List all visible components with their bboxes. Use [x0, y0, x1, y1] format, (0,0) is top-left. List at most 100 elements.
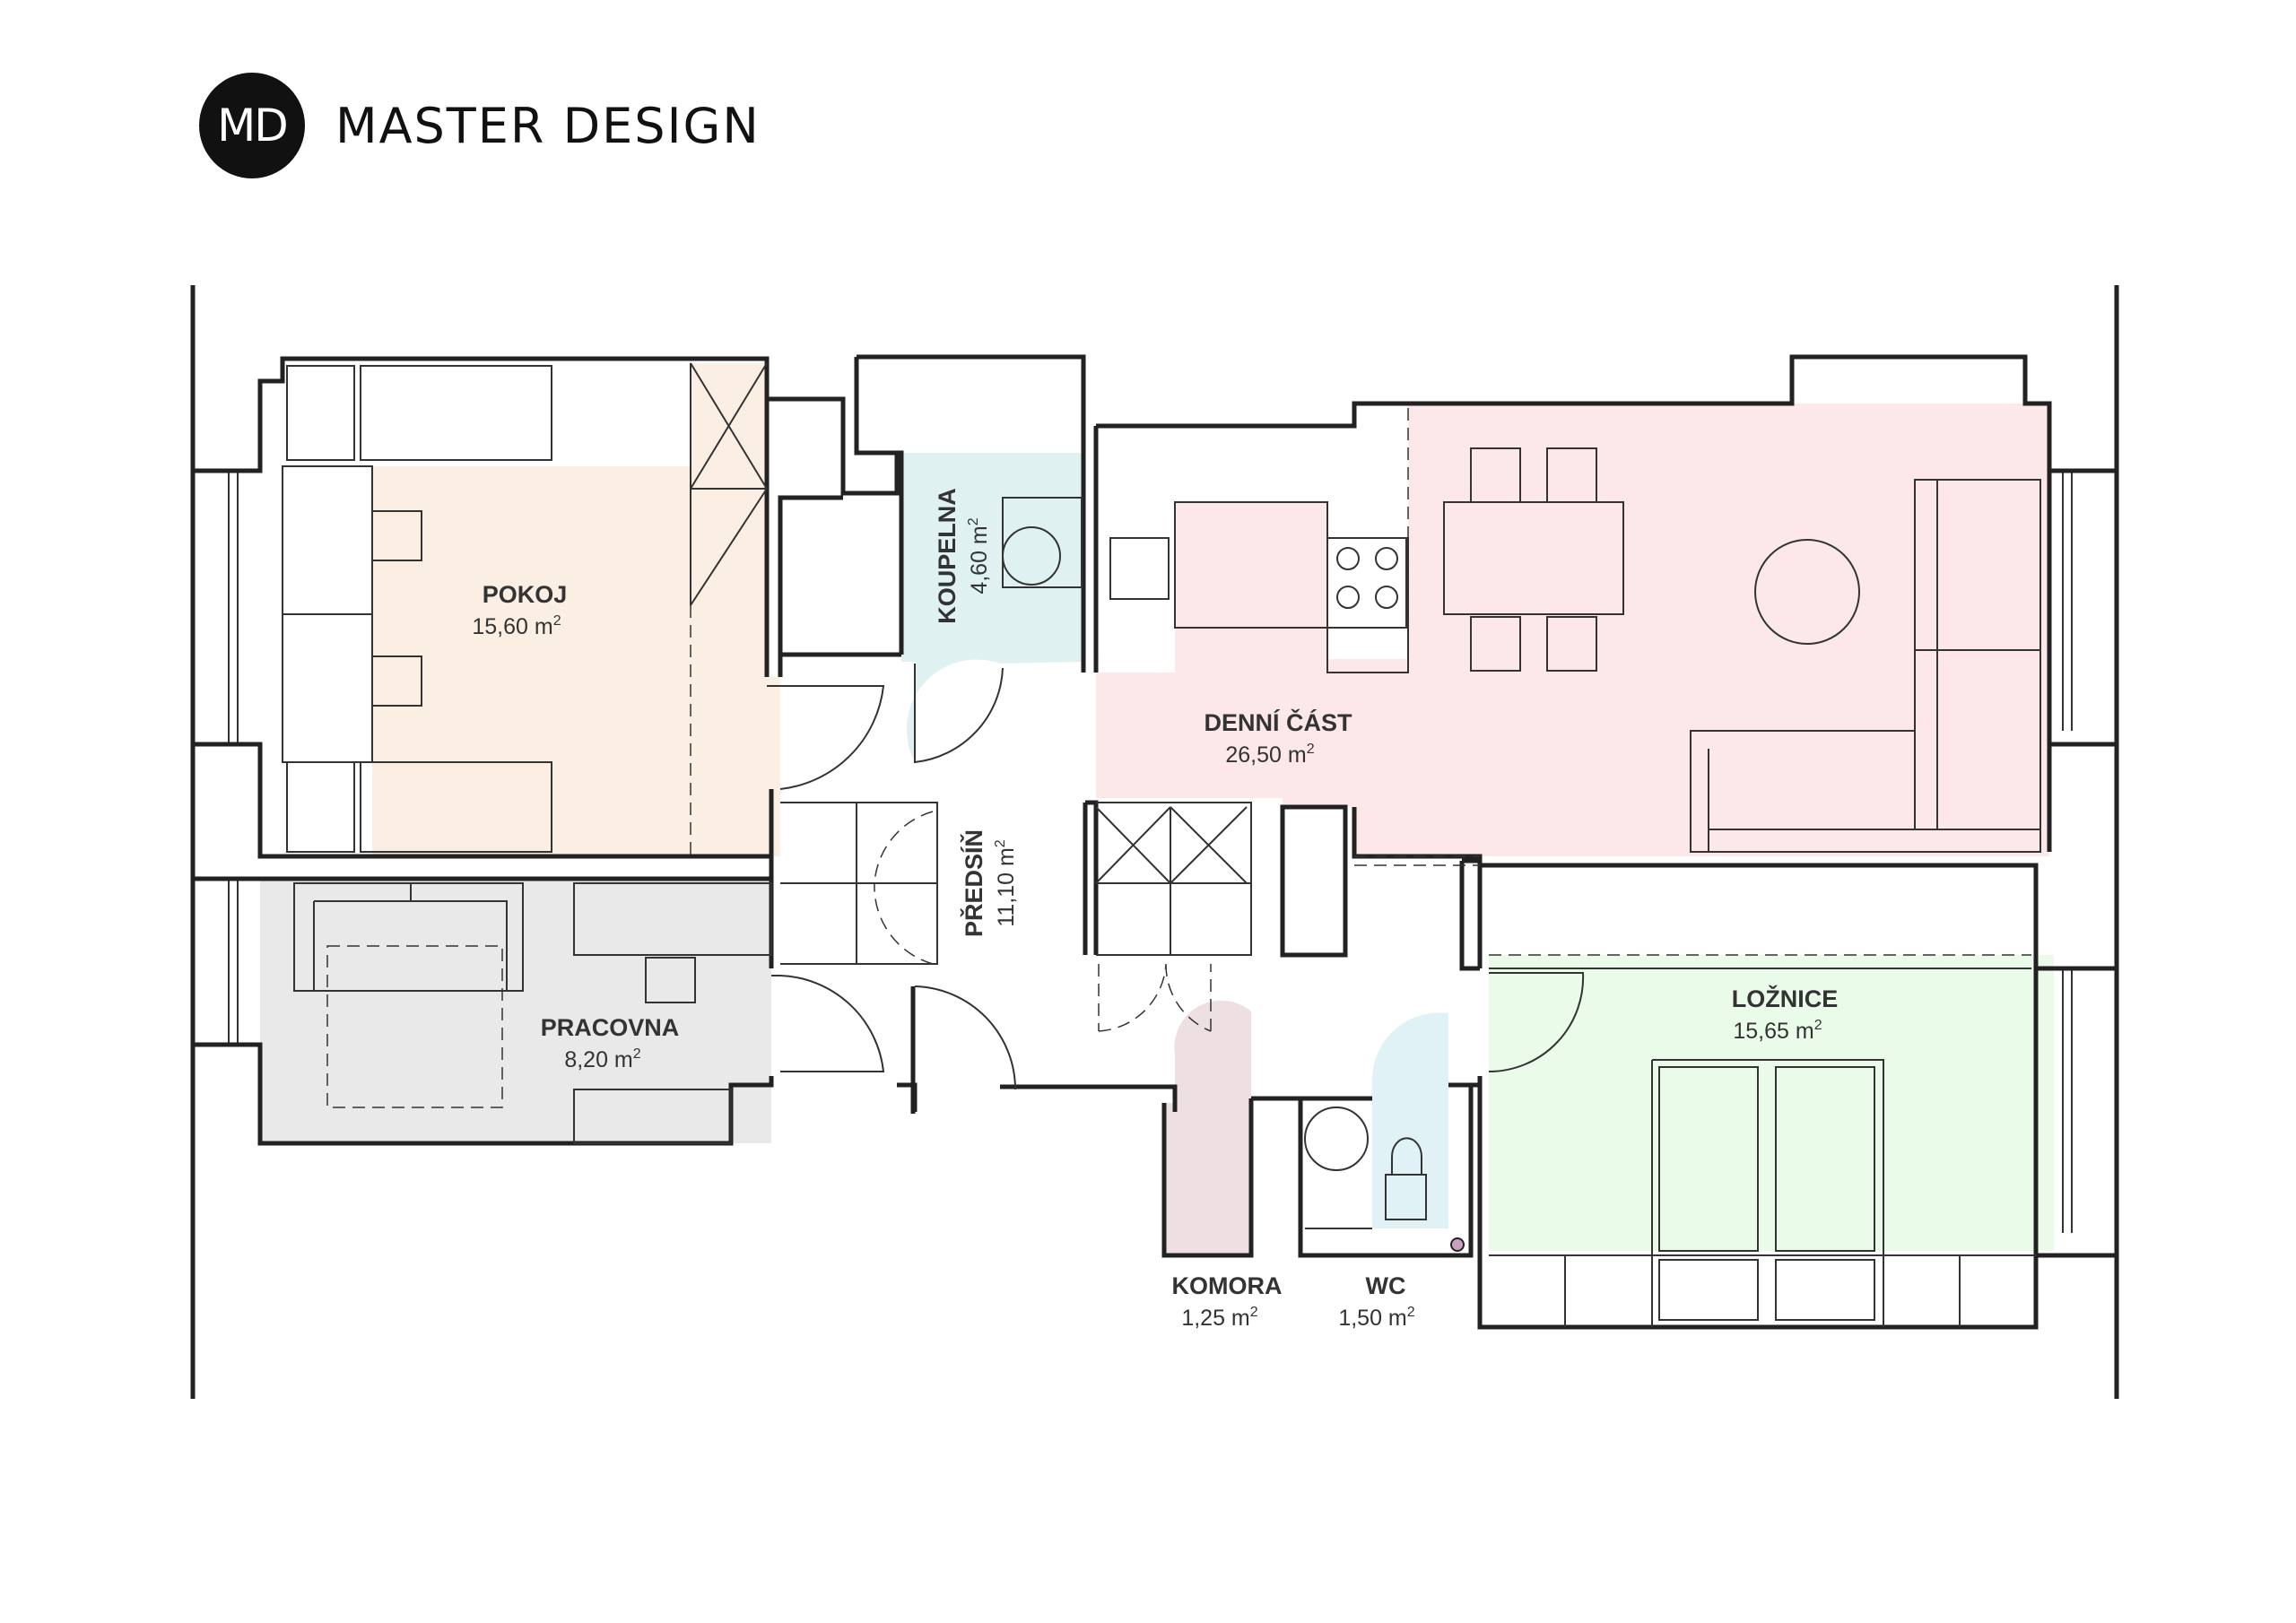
- walls: [193, 354, 2117, 1330]
- komora-area: 1,25 m2: [1181, 1305, 1257, 1331]
- wc-area-value: 1,50 m: [1338, 1306, 1406, 1331]
- denni-counter: [1174, 501, 1409, 673]
- denni-area-value: 26,50 m: [1225, 742, 1306, 768]
- koupelna-area-unit: 2: [966, 517, 981, 525]
- furniture: [282, 362, 2041, 1327]
- pokoj-desk-1: [282, 465, 373, 615]
- koupelna-washer-drum: [1002, 526, 1061, 586]
- dining-table: [1443, 501, 1624, 615]
- dining-chair-1: [1470, 447, 1521, 503]
- pokoj-area: 15,60 m2: [472, 613, 561, 639]
- coffee-table: [1754, 539, 1860, 645]
- pokoj-chair-2: [371, 655, 422, 707]
- koupelna-floor: [901, 453, 1083, 762]
- koupelna-walls: [778, 354, 1086, 673]
- dining-chair-2: [1546, 447, 1597, 503]
- pokoj-bed-bottom: [360, 761, 552, 853]
- brand-header: MD MASTER DESIGN: [199, 72, 761, 179]
- wc-sink: [1304, 1107, 1369, 1171]
- loznice-door: [1488, 972, 1585, 1073]
- denni-name: DENNÍ ČÁST: [1204, 708, 1352, 736]
- predsin-area-unit: 2: [993, 839, 1008, 847]
- hob-ring-1: [1336, 547, 1360, 570]
- predsin-area-value: 11,10 m: [994, 847, 1019, 926]
- wc-name: WC: [1366, 1272, 1406, 1299]
- denni-floor: [1096, 404, 2049, 856]
- left-window-2: [228, 879, 239, 1045]
- koupelna-door: [914, 664, 1004, 764]
- wc-pipe: [1450, 1237, 1465, 1252]
- koupelna-area-value: 4,60 m: [967, 525, 992, 594]
- denni-area-unit: 2: [1307, 742, 1315, 757]
- komora-name: KOMORA: [1172, 1272, 1283, 1299]
- wc-area-unit: 2: [1407, 1305, 1415, 1320]
- pracovna-chair: [645, 957, 696, 1003]
- denni-cabinets: [1095, 802, 1252, 956]
- wc-walls: [1298, 1076, 1483, 1258]
- pokoj-area-unit: 2: [553, 613, 561, 629]
- dining-chair-4: [1546, 616, 1597, 672]
- pokoj-floor: [372, 363, 780, 856]
- pracovna-rug: [326, 945, 503, 1108]
- koupelna-name: KOUPELNA: [934, 488, 961, 624]
- right-window-1: [2062, 471, 2073, 731]
- pracovna-cabinet: [573, 1089, 732, 1144]
- pokoj-shelf-1: [286, 365, 355, 461]
- hob-ring-4: [1375, 586, 1398, 609]
- pracovna-name: PRACOVNA: [541, 1014, 680, 1041]
- room-fills: [260, 363, 2054, 1255]
- brand-name: MASTER DESIGN: [335, 97, 761, 154]
- dining-chair-3: [1470, 616, 1521, 672]
- left-window-1: [228, 471, 239, 744]
- loznice-area-value: 15,65 m: [1733, 1019, 1813, 1044]
- predsin-wardrobe: [780, 802, 938, 965]
- pracovna-sofa: [293, 882, 524, 992]
- pokoj-bed-top: [360, 365, 552, 461]
- loznice-area-unit: 2: [1814, 1018, 1822, 1033]
- denni-fridge: [1109, 537, 1170, 600]
- predsin-name: PŘEDSÍŇ: [960, 829, 987, 937]
- right-window-2: [2062, 968, 2073, 1233]
- denni-walls: [1093, 354, 2117, 879]
- predsin-wardrobe-doors: [874, 811, 934, 965]
- denni-doorway: [1354, 855, 1480, 866]
- brand-logo: MD: [199, 73, 305, 178]
- koupelna-area: 4,60 m2: [966, 517, 992, 594]
- wc-toilet: [1385, 1137, 1427, 1220]
- loznice-bed: [1651, 1059, 1884, 1327]
- komora-walls: [1161, 1096, 1300, 1258]
- loznice-walls: [1459, 858, 2117, 1330]
- koupelna-washer: [1002, 497, 1083, 588]
- pokoj-door: [767, 685, 885, 790]
- pracovna-desk: [573, 882, 772, 956]
- corner-sofa: [1690, 479, 2041, 853]
- kitchen-counter-wall: [1083, 800, 1348, 958]
- komora-floor: [1164, 1000, 1251, 1255]
- komora-area-value: 1,25 m: [1181, 1306, 1249, 1331]
- wc-area: 1,50 m2: [1338, 1305, 1414, 1331]
- pracovna-floor: [260, 879, 771, 1143]
- loznice-area: 15,65 m2: [1733, 1018, 1822, 1044]
- pokoj-desk-2: [282, 613, 373, 763]
- room-labels: POKOJ 15,60 m2 PRACOVNA 8,20 m2 KOUPELNA…: [472, 488, 1838, 1331]
- hob-ring-2: [1375, 547, 1398, 570]
- pokoj-name: POKOJ: [483, 581, 568, 608]
- hall-walls: [897, 986, 1178, 1114]
- pokoj-chair-1: [371, 510, 422, 561]
- loznice-name: LOŽNICE: [1732, 985, 1839, 1012]
- loznice-cabinets: [1489, 1254, 2036, 1327]
- predsin-area: 11,10 m2: [993, 839, 1019, 926]
- loznice-floor: [1489, 955, 2054, 1251]
- brand-logo-text: MD: [217, 100, 289, 152]
- pokoj-shelf-2: [286, 761, 355, 853]
- denni-area: 26,50 m2: [1225, 742, 1314, 768]
- wc-floor: [1372, 1012, 1448, 1228]
- komora-area-unit: 2: [1250, 1305, 1258, 1320]
- pokoj-stair-box: [690, 362, 768, 606]
- pracovna-area-value: 8,20 m: [564, 1047, 632, 1072]
- pracovna-sofa-seat: [313, 883, 508, 991]
- hob-ring-3: [1336, 586, 1360, 609]
- denni-hob: [1326, 537, 1407, 629]
- pracovna-area-unit: 2: [633, 1046, 641, 1062]
